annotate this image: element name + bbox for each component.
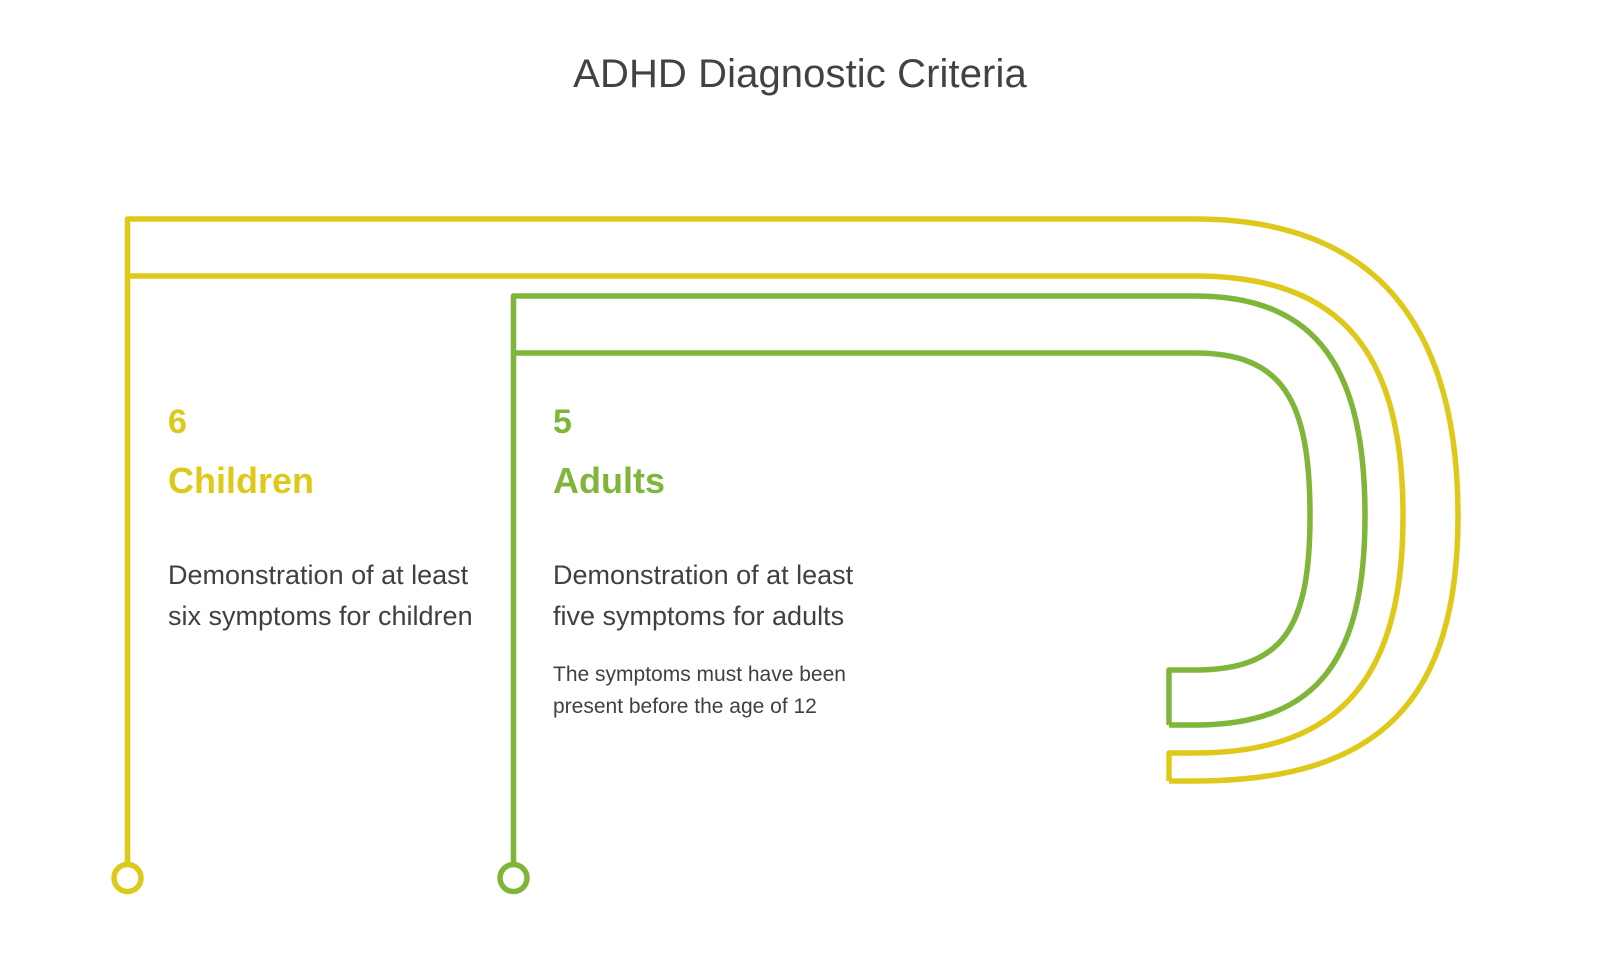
children-heading: Children	[168, 460, 315, 501]
adults-heading: Adults	[553, 460, 665, 501]
adults-body-text: Demonstration of at least five symptoms …	[553, 560, 854, 632]
children-number: 6	[168, 403, 187, 441]
page-title: ADHD Diagnostic Criteria	[573, 52, 1027, 96]
adults-number: 5	[553, 403, 572, 441]
column-children: 6 Children Demonstration of at least six…	[168, 405, 508, 637]
yellow-outer-path	[124, 216, 1461, 878]
adults-circle-marker	[497, 861, 530, 895]
children-body-text: Demonstration of at least six symptoms f…	[168, 560, 473, 632]
children-circle-marker	[111, 861, 144, 895]
column-adults: 5 Adults Demonstration of at least five …	[553, 405, 893, 722]
green-outer-path	[510, 293, 1368, 878]
green-inner-path	[513, 350, 1313, 725]
adults-note-text: The symptoms must have been present befo…	[553, 663, 846, 718]
yellow-inner-path	[127, 273, 1406, 781]
